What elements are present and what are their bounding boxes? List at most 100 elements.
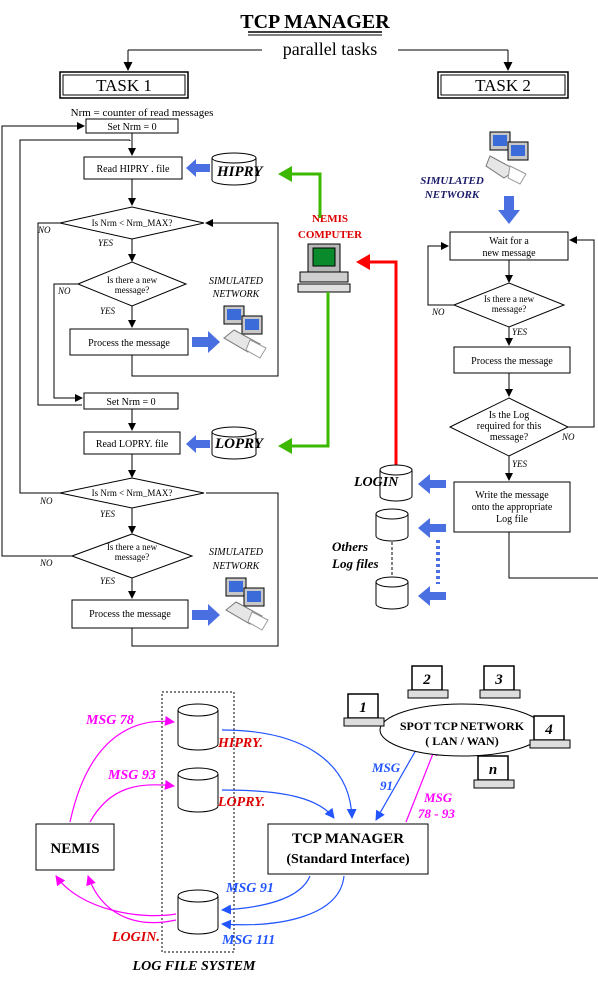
svg-text:NEMIS: NEMIS [50, 841, 99, 857]
blue-arrow-icon [418, 518, 446, 538]
svg-text:onto the appropriate: onto the appropriate [472, 502, 553, 513]
svg-text:Read LOPRY. file: Read LOPRY. file [96, 439, 169, 450]
red-arrow-icon [356, 254, 370, 270]
sim-net-label: NETWORK [424, 189, 480, 201]
login-file-icon [379, 464, 413, 502]
svg-text:message?: message? [490, 432, 529, 443]
green-arrow-icon [278, 166, 292, 182]
process-message-task2: Process the message [453, 346, 571, 374]
no-label: NO [37, 225, 51, 235]
svg-text:Log file: Log file [496, 514, 528, 525]
svg-text:TASK 1: TASK 1 [96, 76, 152, 95]
msg93-label: MSG 93 [107, 768, 156, 783]
nrm-note: Nrm = counter of read messages [71, 107, 214, 119]
set-nrm-mid-box: Set Nrm = 0 [83, 392, 179, 410]
blue-arrow-icon [418, 474, 446, 494]
blue-arrow-icon [186, 159, 210, 177]
yes-label: YES [98, 238, 114, 248]
terminal-2-icon: 2 [407, 665, 449, 699]
svg-text:message?: message? [115, 552, 149, 562]
nemis-computer-label: COMPUTER [298, 229, 363, 241]
read-lopry-box: Read LOPRY. file [83, 431, 181, 455]
svg-text:Is there a new: Is there a new [484, 294, 535, 304]
cond-new-message-2: Is there a new message? [70, 533, 194, 579]
svg-text:Write the message: Write the message [475, 490, 549, 501]
yes-label: YES [100, 509, 116, 519]
process-message-2: Process the message [71, 599, 189, 629]
read-hipry-box: Read HIPRY . file [83, 156, 183, 180]
hipry-db-label: HIPRY. [217, 736, 263, 751]
svg-text:TCP MANAGER: TCP MANAGER [292, 831, 404, 847]
network-computers-icon [225, 577, 269, 631]
cond-nrm-max-1: Is Nrm < Nrm_MAX? [59, 206, 205, 240]
no-label: NO [431, 307, 445, 317]
other-log-file-icon [375, 508, 409, 542]
others-label: Log files [331, 556, 379, 571]
spot-network-label: SPOT TCP NETWORK [400, 719, 525, 733]
msg91-right-label: MSG [371, 760, 401, 775]
login-db-icon [177, 889, 219, 935]
terminal-n-icon: n [473, 755, 515, 789]
process-message-1: Process the message [69, 328, 189, 356]
svg-text:Is there a new: Is there a new [107, 542, 158, 552]
spot-network-label: ( LAN / WAN) [425, 734, 498, 748]
lopry-db-icon [177, 767, 219, 813]
svg-text:Read HIPRY . file: Read HIPRY . file [97, 164, 171, 175]
svg-text:Wait for a: Wait for a [489, 236, 529, 247]
yes-label: YES [512, 459, 528, 469]
msg91-label: MSG 91 [225, 881, 274, 896]
blue-arrow-icon [192, 331, 220, 353]
login-db-label: LOGIN. [111, 930, 160, 945]
no-label: NO [39, 558, 53, 568]
svg-text:message?: message? [115, 285, 149, 295]
msg7893-label: 78 - 93 [418, 806, 455, 821]
svg-text:message?: message? [492, 304, 526, 314]
sim-net-label: NETWORK [212, 561, 261, 572]
svg-text:required for this: required for this [477, 421, 542, 432]
msg91-right-label: 91 [380, 778, 393, 793]
sim-net-label: SIMULATED [420, 175, 484, 187]
others-label: Others [332, 539, 368, 554]
svg-text:Is Nrm < Nrm_MAX?: Is Nrm < Nrm_MAX? [92, 218, 173, 228]
svg-text:2: 2 [422, 672, 431, 688]
msg7893-label: MSG [423, 790, 453, 805]
tcp-manager-box: TCP MANAGER (Standard Interface) [267, 823, 429, 875]
yes-label: YES [100, 306, 116, 316]
hipry-file-icon [211, 152, 257, 186]
terminal-1-icon: 1 [343, 693, 385, 727]
nemis-computer-icon [297, 243, 351, 293]
hipry-label: HIPRY [216, 164, 264, 180]
login-label: LOGIN [353, 475, 399, 490]
svg-text:Process the message: Process the message [89, 609, 171, 620]
blue-arrow-icon [418, 586, 446, 606]
task2-header: TASK 2 [437, 71, 569, 99]
svg-text:TASK 2: TASK 2 [475, 76, 531, 95]
blue-arrow-icon [186, 435, 210, 453]
subtitle: parallel tasks [283, 39, 377, 59]
hipry-db-icon [177, 703, 219, 751]
cond-new-message-1: Is there a new message? [76, 261, 188, 307]
yes-label: YES [100, 576, 116, 586]
terminal-4-icon: 4 [529, 715, 571, 749]
set-nrm-top-box: Set Nrm = 0 [85, 118, 179, 134]
task1-header: TASK 1 [59, 71, 189, 99]
sim-net-label: SIMULATED [209, 276, 264, 287]
lopry-label: LOPRY [214, 436, 265, 452]
terminal-3-icon: 3 [479, 665, 521, 699]
lopry-db-label: LOPRY. [217, 795, 265, 810]
svg-text:n: n [489, 762, 497, 778]
msg111-label: MSG 111 [221, 933, 275, 948]
green-arrow-icon [278, 438, 292, 454]
svg-text:(Standard Interface): (Standard Interface) [286, 852, 410, 867]
svg-text:Process the message: Process the message [88, 338, 170, 349]
other-log-file-icon [375, 576, 409, 610]
svg-text:1: 1 [359, 700, 367, 716]
log-file-system-box [161, 691, 235, 953]
svg-text:4: 4 [544, 722, 553, 738]
lopry-file-icon [211, 426, 257, 460]
sim-net-label: NETWORK [212, 289, 261, 300]
yes-label: YES [512, 327, 528, 337]
svg-text:Is there a new: Is there a new [107, 275, 158, 285]
svg-text:Is Nrm < Nrm_MAX?: Is Nrm < Nrm_MAX? [92, 488, 173, 498]
